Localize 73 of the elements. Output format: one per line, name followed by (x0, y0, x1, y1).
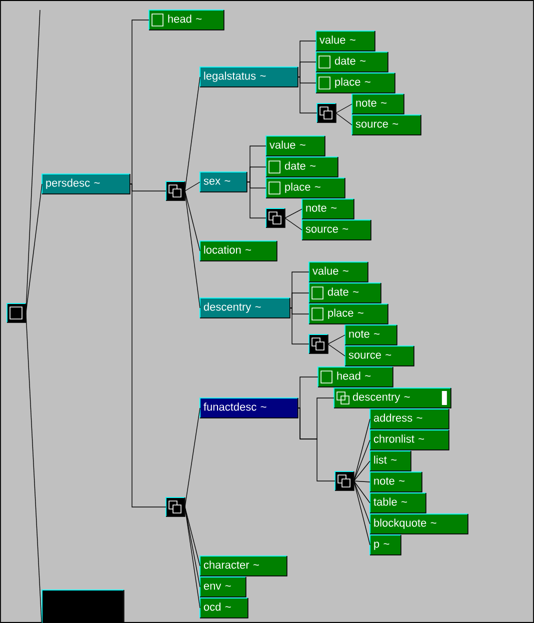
element-box: sex ~ (200, 172, 248, 192)
element-box: place ~ (316, 72, 396, 94)
element-box: date ~ (308, 282, 382, 304)
element-box: place ~ (266, 178, 346, 198)
element-box: location ~ (200, 240, 278, 262)
connector-line (284, 218, 302, 230)
sequence-icon (166, 181, 186, 201)
element-box: env ~ (200, 576, 246, 598)
element-box: note ~ (344, 324, 398, 346)
element-box: note ~ (302, 198, 354, 220)
connector-line (328, 344, 346, 356)
connector-line (184, 408, 200, 508)
element-box: funactdesc ~ (200, 398, 298, 418)
connector-line (26, 10, 40, 314)
element-box: date ~ (266, 156, 338, 178)
sequence-icon (334, 471, 354, 491)
element-box: legalstatus ~ (200, 66, 298, 88)
element-icon (6, 303, 26, 323)
connector-line (298, 408, 336, 482)
sequence-icon (308, 334, 328, 354)
connector-line (336, 112, 352, 126)
element-box: value ~ (266, 136, 326, 156)
element-box: source ~ (344, 346, 414, 366)
connector-line (298, 76, 318, 114)
connector-line (290, 292, 310, 308)
connector-line (354, 460, 370, 482)
sequence-icon (266, 208, 286, 228)
connector-line (130, 20, 150, 184)
element-box: value ~ (308, 262, 368, 282)
element-box: descentry ~ (200, 298, 290, 318)
connector-line (184, 506, 200, 588)
sequence-icon (316, 103, 336, 123)
connector-line (336, 104, 352, 114)
connector-line (26, 184, 42, 314)
connector-line (130, 184, 166, 508)
element-box: place ~ (308, 304, 388, 324)
connector-line (184, 506, 200, 608)
connector-line (184, 506, 200, 566)
sequence-icon (166, 497, 186, 517)
connector-line (184, 190, 200, 308)
element-box: note ~ (370, 472, 422, 492)
connector-line (184, 182, 200, 192)
connector-line (298, 62, 316, 78)
connector-line (290, 308, 310, 344)
sequence-icon (42, 590, 124, 623)
element-box: p ~ (370, 534, 402, 556)
element-box: source ~ (352, 114, 422, 136)
element-box: address ~ (370, 408, 450, 430)
connector-line (26, 312, 42, 623)
element-box: value ~ (316, 30, 376, 52)
element-box: ocd ~ (200, 598, 248, 618)
connector-line (354, 480, 370, 482)
element-box: head ~ (318, 366, 394, 388)
connector-line (246, 182, 266, 218)
element-box: table ~ (370, 492, 426, 514)
element-box: descentry ~ (334, 388, 452, 408)
element-box: date ~ (316, 52, 388, 72)
connector-line (354, 440, 370, 482)
connector-line (354, 480, 370, 524)
connector-line (354, 418, 370, 482)
connector-line (284, 208, 302, 218)
connector-line (328, 334, 346, 344)
connector-line (184, 190, 200, 252)
connector-line (246, 166, 266, 182)
element-box: head ~ (148, 10, 224, 30)
connector-line (184, 76, 200, 192)
element-box: note ~ (352, 94, 404, 114)
element-box: list ~ (370, 450, 412, 472)
connector-line (354, 480, 370, 546)
connector-line (298, 376, 318, 408)
connector-line (354, 480, 370, 504)
element-box: source ~ (302, 220, 372, 240)
element-box: persdesc ~ (42, 174, 130, 194)
